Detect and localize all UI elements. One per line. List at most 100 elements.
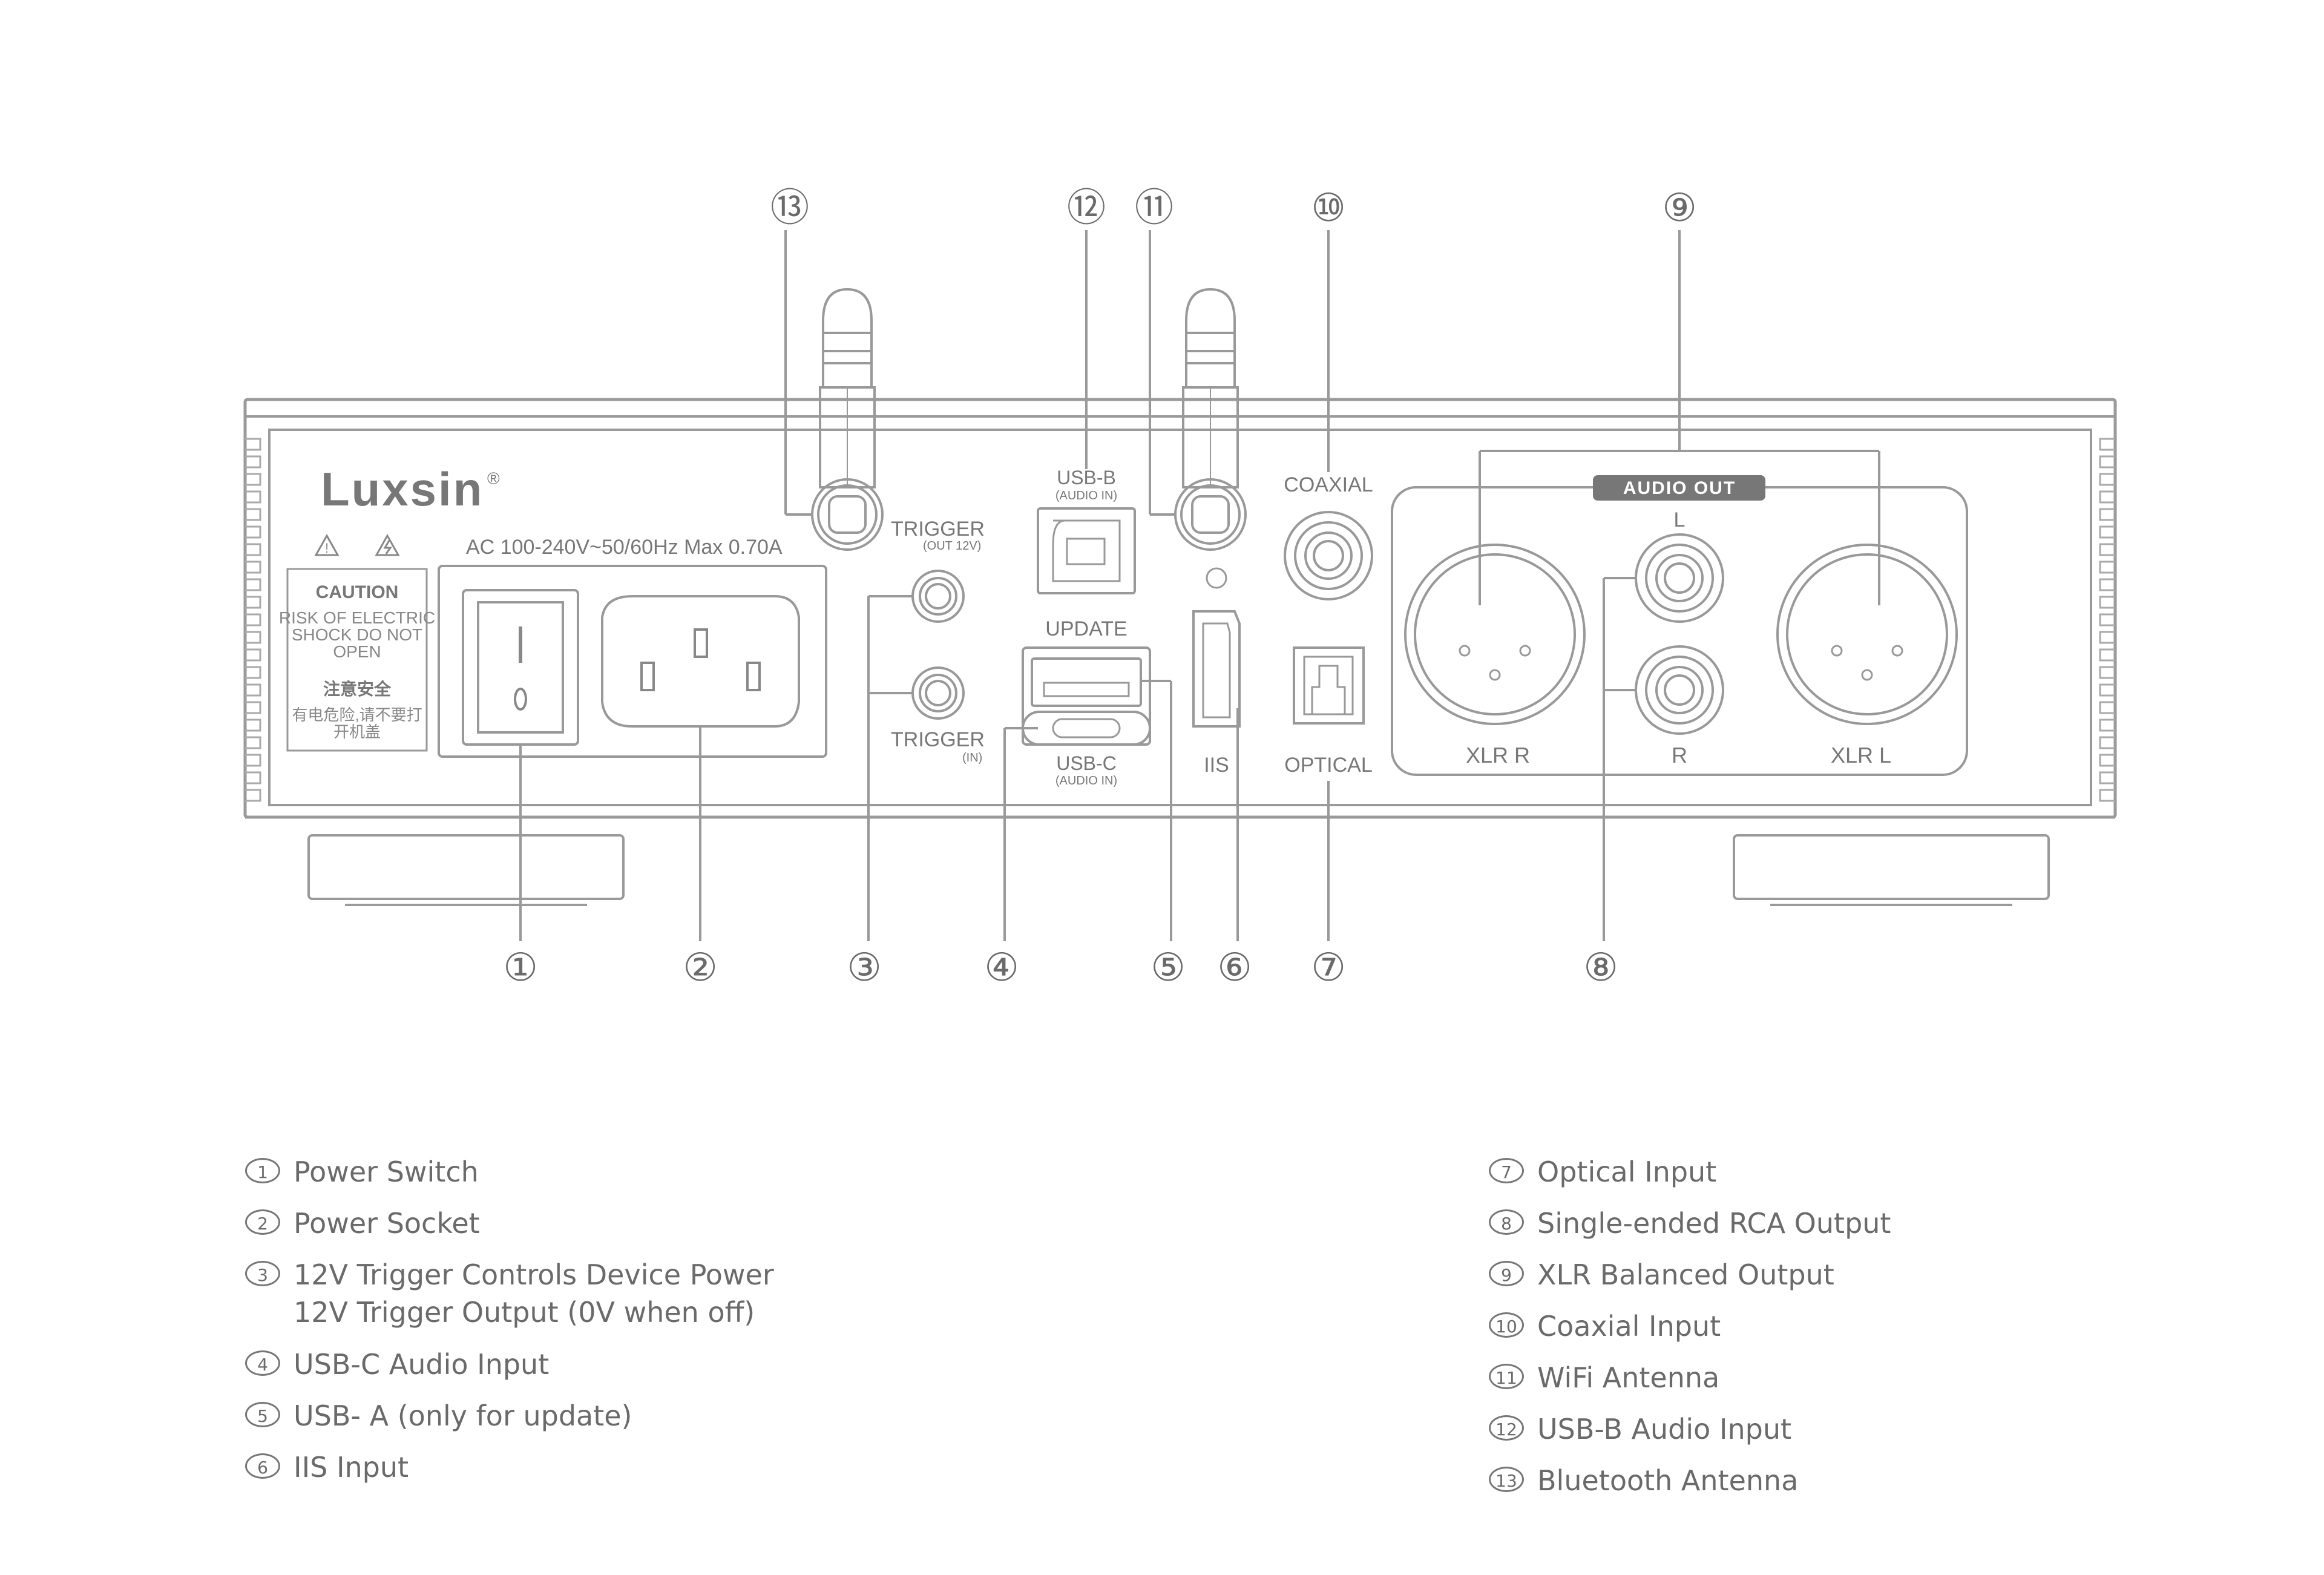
legend-line: WiFi Antenna bbox=[1537, 1361, 1720, 1394]
legend-line: Power Socket bbox=[294, 1207, 480, 1240]
vent-slot bbox=[245, 578, 261, 591]
legend-number: 11 bbox=[1489, 1364, 1524, 1389]
rca-left-output[interactable] bbox=[1635, 533, 1724, 623]
vent-slot bbox=[245, 613, 261, 626]
optical-label: OPTICAL bbox=[1284, 754, 1372, 777]
vent-slot bbox=[2099, 754, 2115, 767]
vent-slot bbox=[245, 473, 261, 486]
power-socket[interactable] bbox=[601, 595, 800, 728]
vent-slot bbox=[245, 455, 261, 469]
trigger-out-jack[interactable] bbox=[911, 570, 965, 623]
rca-right-output[interactable] bbox=[1635, 645, 1724, 735]
legend-text: IIS Input bbox=[294, 1448, 409, 1486]
vent-slot bbox=[245, 648, 261, 662]
wifi-antenna bbox=[1174, 288, 1247, 589]
callout-8: ⑧ bbox=[1583, 945, 1618, 990]
feet bbox=[307, 834, 2050, 906]
vent-slot bbox=[245, 543, 261, 556]
legend-text: Optical Input bbox=[1537, 1153, 1716, 1191]
brand-logo: Luxsin bbox=[321, 462, 484, 516]
vent-slot bbox=[245, 508, 261, 521]
legend-number: 9 bbox=[1489, 1261, 1524, 1286]
usb-c-sublabel: (AUDIO IN) bbox=[1055, 774, 1117, 787]
usb-a-port[interactable] bbox=[1031, 657, 1142, 707]
trigger-in-jack[interactable] bbox=[911, 666, 965, 720]
vent-slot bbox=[245, 701, 261, 714]
usb-b-sublabel: (AUDIO IN) bbox=[1055, 489, 1117, 502]
legend-line: Coaxial Input bbox=[1537, 1310, 1721, 1343]
vent-slot bbox=[2099, 771, 2115, 784]
vent-slot bbox=[2099, 736, 2115, 749]
caution-label: ! CAUTION RISK OF ELECTRIC SHOCK DO NOT … bbox=[279, 533, 435, 752]
side-vents-left bbox=[245, 438, 261, 802]
legend-text: Coaxial Input bbox=[1537, 1307, 1721, 1345]
trigger-out-sublabel: (OUT 12V) bbox=[923, 539, 981, 553]
vent-slot bbox=[245, 596, 261, 609]
caution-cn-line-1: 有电危险,请不要打 bbox=[292, 706, 422, 724]
power-switch[interactable] bbox=[462, 589, 579, 746]
power-section-frame bbox=[438, 565, 827, 758]
rca-l-label: L bbox=[1674, 508, 1686, 531]
caution-title: CAUTION bbox=[316, 582, 399, 602]
legend-number: 13 bbox=[1489, 1467, 1524, 1492]
vent-slot bbox=[245, 561, 261, 574]
xlr-r-label: XLR R bbox=[1466, 743, 1530, 768]
vent-slot bbox=[2099, 561, 2115, 574]
vent-slot bbox=[2099, 683, 2115, 697]
optical-port[interactable] bbox=[1293, 646, 1365, 725]
legend-line: Bluetooth Antenna bbox=[1537, 1464, 1799, 1497]
vent-slot bbox=[245, 631, 261, 644]
caution-line-2: SHOCK DO NOT bbox=[292, 625, 422, 644]
xlr-left-output[interactable] bbox=[1776, 544, 1958, 725]
callout-13: ⑬ bbox=[770, 186, 809, 231]
callout-5: ⑤ bbox=[1151, 945, 1185, 990]
audio-out-badge bbox=[1593, 475, 1765, 501]
svg-text:!: ! bbox=[325, 541, 329, 556]
legend-text: Power Switch bbox=[294, 1153, 479, 1191]
legend-text: WiFi Antenna bbox=[1537, 1359, 1719, 1396]
vent-slot bbox=[245, 789, 261, 802]
xlr-right-output[interactable] bbox=[1404, 544, 1586, 725]
caution-cn-line-2: 开机盖 bbox=[333, 723, 381, 741]
callout-3: ③ bbox=[847, 945, 881, 990]
coaxial-jack[interactable] bbox=[1284, 511, 1373, 600]
legend-line: Single-ended RCA Output bbox=[1537, 1207, 1891, 1240]
callout-1: ① bbox=[503, 945, 537, 990]
registered-mark: ® bbox=[487, 469, 500, 488]
vent-slot bbox=[2099, 666, 2115, 679]
legend-text: USB-C Audio Input bbox=[294, 1346, 549, 1383]
xlr-l-label: XLR L bbox=[1831, 743, 1891, 768]
legend-number: 12 bbox=[1489, 1415, 1524, 1441]
vent-slot bbox=[2099, 613, 2115, 626]
iis-label: IIS bbox=[1204, 754, 1229, 777]
usb-c-port[interactable] bbox=[1022, 711, 1151, 746]
legend-line: 12V Trigger Output (0V when off) bbox=[294, 1296, 755, 1329]
legend-text: Power Socket bbox=[294, 1205, 480, 1242]
vent-slot bbox=[2099, 631, 2115, 644]
legend-text: USB- A (only for update) bbox=[294, 1397, 632, 1435]
caution-cn-title: 注意安全 bbox=[323, 679, 392, 699]
rca-r-label: R bbox=[1672, 743, 1687, 768]
vent-slot bbox=[2099, 490, 2115, 504]
vent-slot bbox=[2099, 543, 2115, 556]
vent-slot bbox=[245, 683, 261, 697]
legend-text: Bluetooth Antenna bbox=[1537, 1462, 1798, 1499]
legend-line: Power Switch bbox=[294, 1156, 479, 1188]
iis-port[interactable] bbox=[1192, 610, 1241, 728]
vent-slot bbox=[2099, 648, 2115, 662]
power-rating-label: AC 100-240V~50/60Hz Max 0.70A bbox=[466, 536, 783, 559]
caution-line-1: RISK OF ELECTRIC bbox=[279, 608, 435, 627]
usb-b-port[interactable] bbox=[1037, 507, 1136, 594]
callout-12: ⑫ bbox=[1067, 186, 1106, 231]
legend-number: 4 bbox=[245, 1350, 280, 1376]
vent-slot bbox=[245, 490, 261, 504]
callout-7: ⑦ bbox=[1311, 945, 1345, 990]
